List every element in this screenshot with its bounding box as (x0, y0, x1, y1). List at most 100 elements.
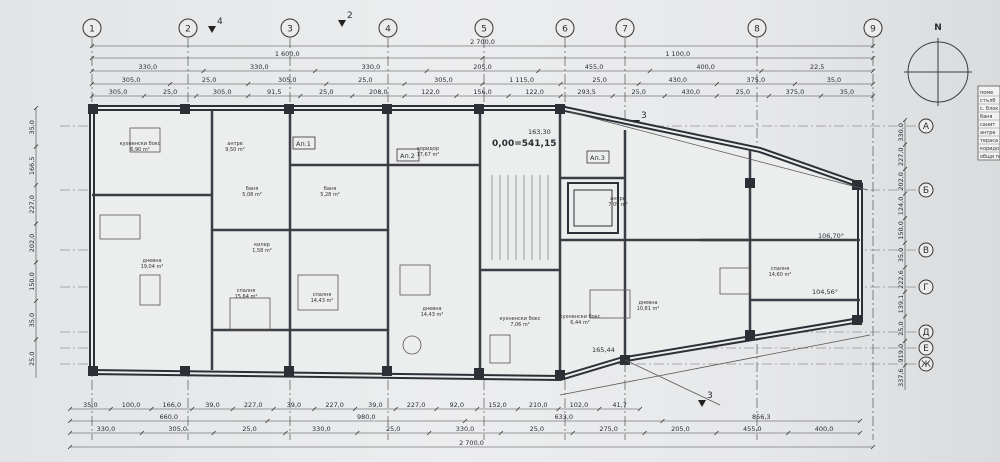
dim-left: 227,0 (28, 195, 36, 214)
dim-bottom-row1: 227,0 (325, 401, 344, 409)
legend-item: стълб (980, 98, 995, 104)
dim-top-row3: 400,0 (696, 63, 715, 71)
dim-right: 202,0 (897, 172, 905, 191)
level-mark: 0,00=541,15 (492, 139, 556, 149)
row-axis-label: Ж (921, 360, 931, 370)
dim-bottom-row2: 980,0 (357, 413, 376, 421)
dim-bottom-row2: 633,0 (554, 413, 573, 421)
row-axis-bubble (918, 324, 934, 340)
dim-bottom-row3: 305,0 (168, 425, 187, 433)
row-axis-label: Д (922, 328, 929, 338)
room-area: 14,43 m² (421, 312, 444, 318)
section-mark-label: 2 (347, 11, 353, 21)
section-mark-arrow (208, 26, 216, 33)
room-area: 6,90 m² (130, 147, 150, 153)
dim-right: 35,0 (897, 248, 905, 262)
north-arrow: N (904, 23, 972, 106)
dim-left: 202,0 (28, 234, 36, 253)
apartment-tag-frame (586, 150, 610, 164)
column-axis-bubble (474, 18, 494, 38)
legend-item: антре (980, 130, 996, 136)
dim-bottom-row1: 227,0 (244, 401, 263, 409)
section-mark-arrow (338, 20, 346, 27)
room-area: 14,43 m² (311, 298, 334, 304)
dim-left: 35,0 (28, 313, 36, 327)
room-name: баня (246, 186, 258, 192)
dim-top-row4: 305,0 (278, 76, 297, 84)
dim-top-row4: 25,0 (202, 76, 216, 84)
dim-top-row5: 430,0 (681, 88, 700, 96)
dim-bottom-row3: 455,0 (743, 425, 762, 433)
column-axis-bubble (178, 18, 198, 38)
dim-top-row5: 25,0 (163, 88, 177, 96)
row-axis-label: А (923, 122, 930, 132)
room-name: спалня (771, 266, 790, 272)
column-axis-label: 5 (481, 25, 487, 35)
dim-top-row4: 25,0 (358, 76, 372, 84)
room-name: антре (610, 196, 626, 202)
section-mark-label: 4 (217, 17, 223, 27)
dim-right: 222,6 (897, 270, 905, 289)
room-name: килер (254, 242, 270, 248)
row-axis-label: Г (923, 283, 929, 293)
column-axis-bubble (280, 18, 300, 38)
dim-right: 330,0 (897, 123, 905, 142)
dim-top-row5: 208,0 (369, 88, 388, 96)
dim-bottom-row1: 39,0 (205, 401, 219, 409)
room-area: 19,04 m² (141, 264, 164, 270)
dim-top-row4: 25,0 (592, 76, 606, 84)
dim-top-row2: 1 600,0 (275, 50, 300, 58)
room-area: 6,44 m² (570, 320, 590, 326)
dim-bottom-row3: 330,0 (97, 425, 116, 433)
dim-bottom-row1: 35,0 (83, 401, 97, 409)
column-axis-bubble (555, 18, 575, 38)
dim-top-row5: 293,5 (577, 88, 596, 96)
column-axis-label: 2 (185, 25, 191, 35)
dim-top-total: 2 700,0 (470, 38, 495, 46)
room-area: 1,58 m² (252, 248, 272, 254)
drawing-annotation: 165,44 (592, 346, 615, 354)
dim-top-row4: 35,0 (827, 76, 841, 84)
dim-bottom-row3: 25,0 (386, 425, 400, 433)
dim-bottom-row1: 100,0 (122, 401, 141, 409)
apartment-label: Ап.2 (400, 152, 415, 160)
apartment-label: Ап.1 (296, 140, 311, 148)
drawing-annotation: 104,56° (812, 288, 838, 296)
room-name: кухненски бокс (119, 141, 160, 147)
room-name: баня (324, 186, 336, 192)
dim-top-row5: 122,0 (421, 88, 440, 96)
dim-top-row4: 375,0 (747, 76, 766, 84)
dim-bottom-row1: 152,0 (488, 401, 507, 409)
legend-item: с. блок (980, 106, 998, 112)
room-area: 7,06 m² (510, 322, 530, 328)
dim-top-row5: 25,0 (319, 88, 333, 96)
dim-bottom-row1: 227,0 (407, 401, 426, 409)
room-area: 9,50 m² (225, 147, 245, 153)
room-name: спалня (313, 292, 332, 298)
dim-bottom-row1: 210,0 (529, 401, 548, 409)
dim-top-row3: 455,0 (585, 63, 604, 71)
dim-bottom-row3: 25,0 (242, 425, 256, 433)
room-area: 14,60 m² (769, 272, 792, 278)
column-axis-label: 3 (287, 25, 293, 35)
section-mark-arrow (698, 400, 706, 407)
dim-top-row5: 35,0 (840, 88, 854, 96)
dim-bottom-total: 2 700,0 (459, 439, 484, 447)
room-area: 17,67 m² (417, 152, 440, 158)
dim-right: 150,0 (897, 221, 905, 240)
row-axis-bubble (918, 118, 934, 134)
dim-bottom-row1: 39,0 (368, 401, 382, 409)
dim-right: 25,0 (897, 321, 905, 335)
dim-top-row3: 330,0 (250, 63, 269, 71)
column-axis-label: 1 (89, 25, 95, 35)
building-walls (88, 104, 863, 382)
dim-bottom-row3: 400,0 (815, 425, 834, 433)
dim-right: 337,6 (897, 368, 905, 387)
room-name: кухненски бокс (499, 316, 540, 322)
section-mark-label: 3 (641, 111, 647, 121)
row-axis-bubble (918, 242, 934, 258)
apartment-tag-frame (292, 136, 316, 150)
row-axis-bubble (918, 340, 934, 356)
